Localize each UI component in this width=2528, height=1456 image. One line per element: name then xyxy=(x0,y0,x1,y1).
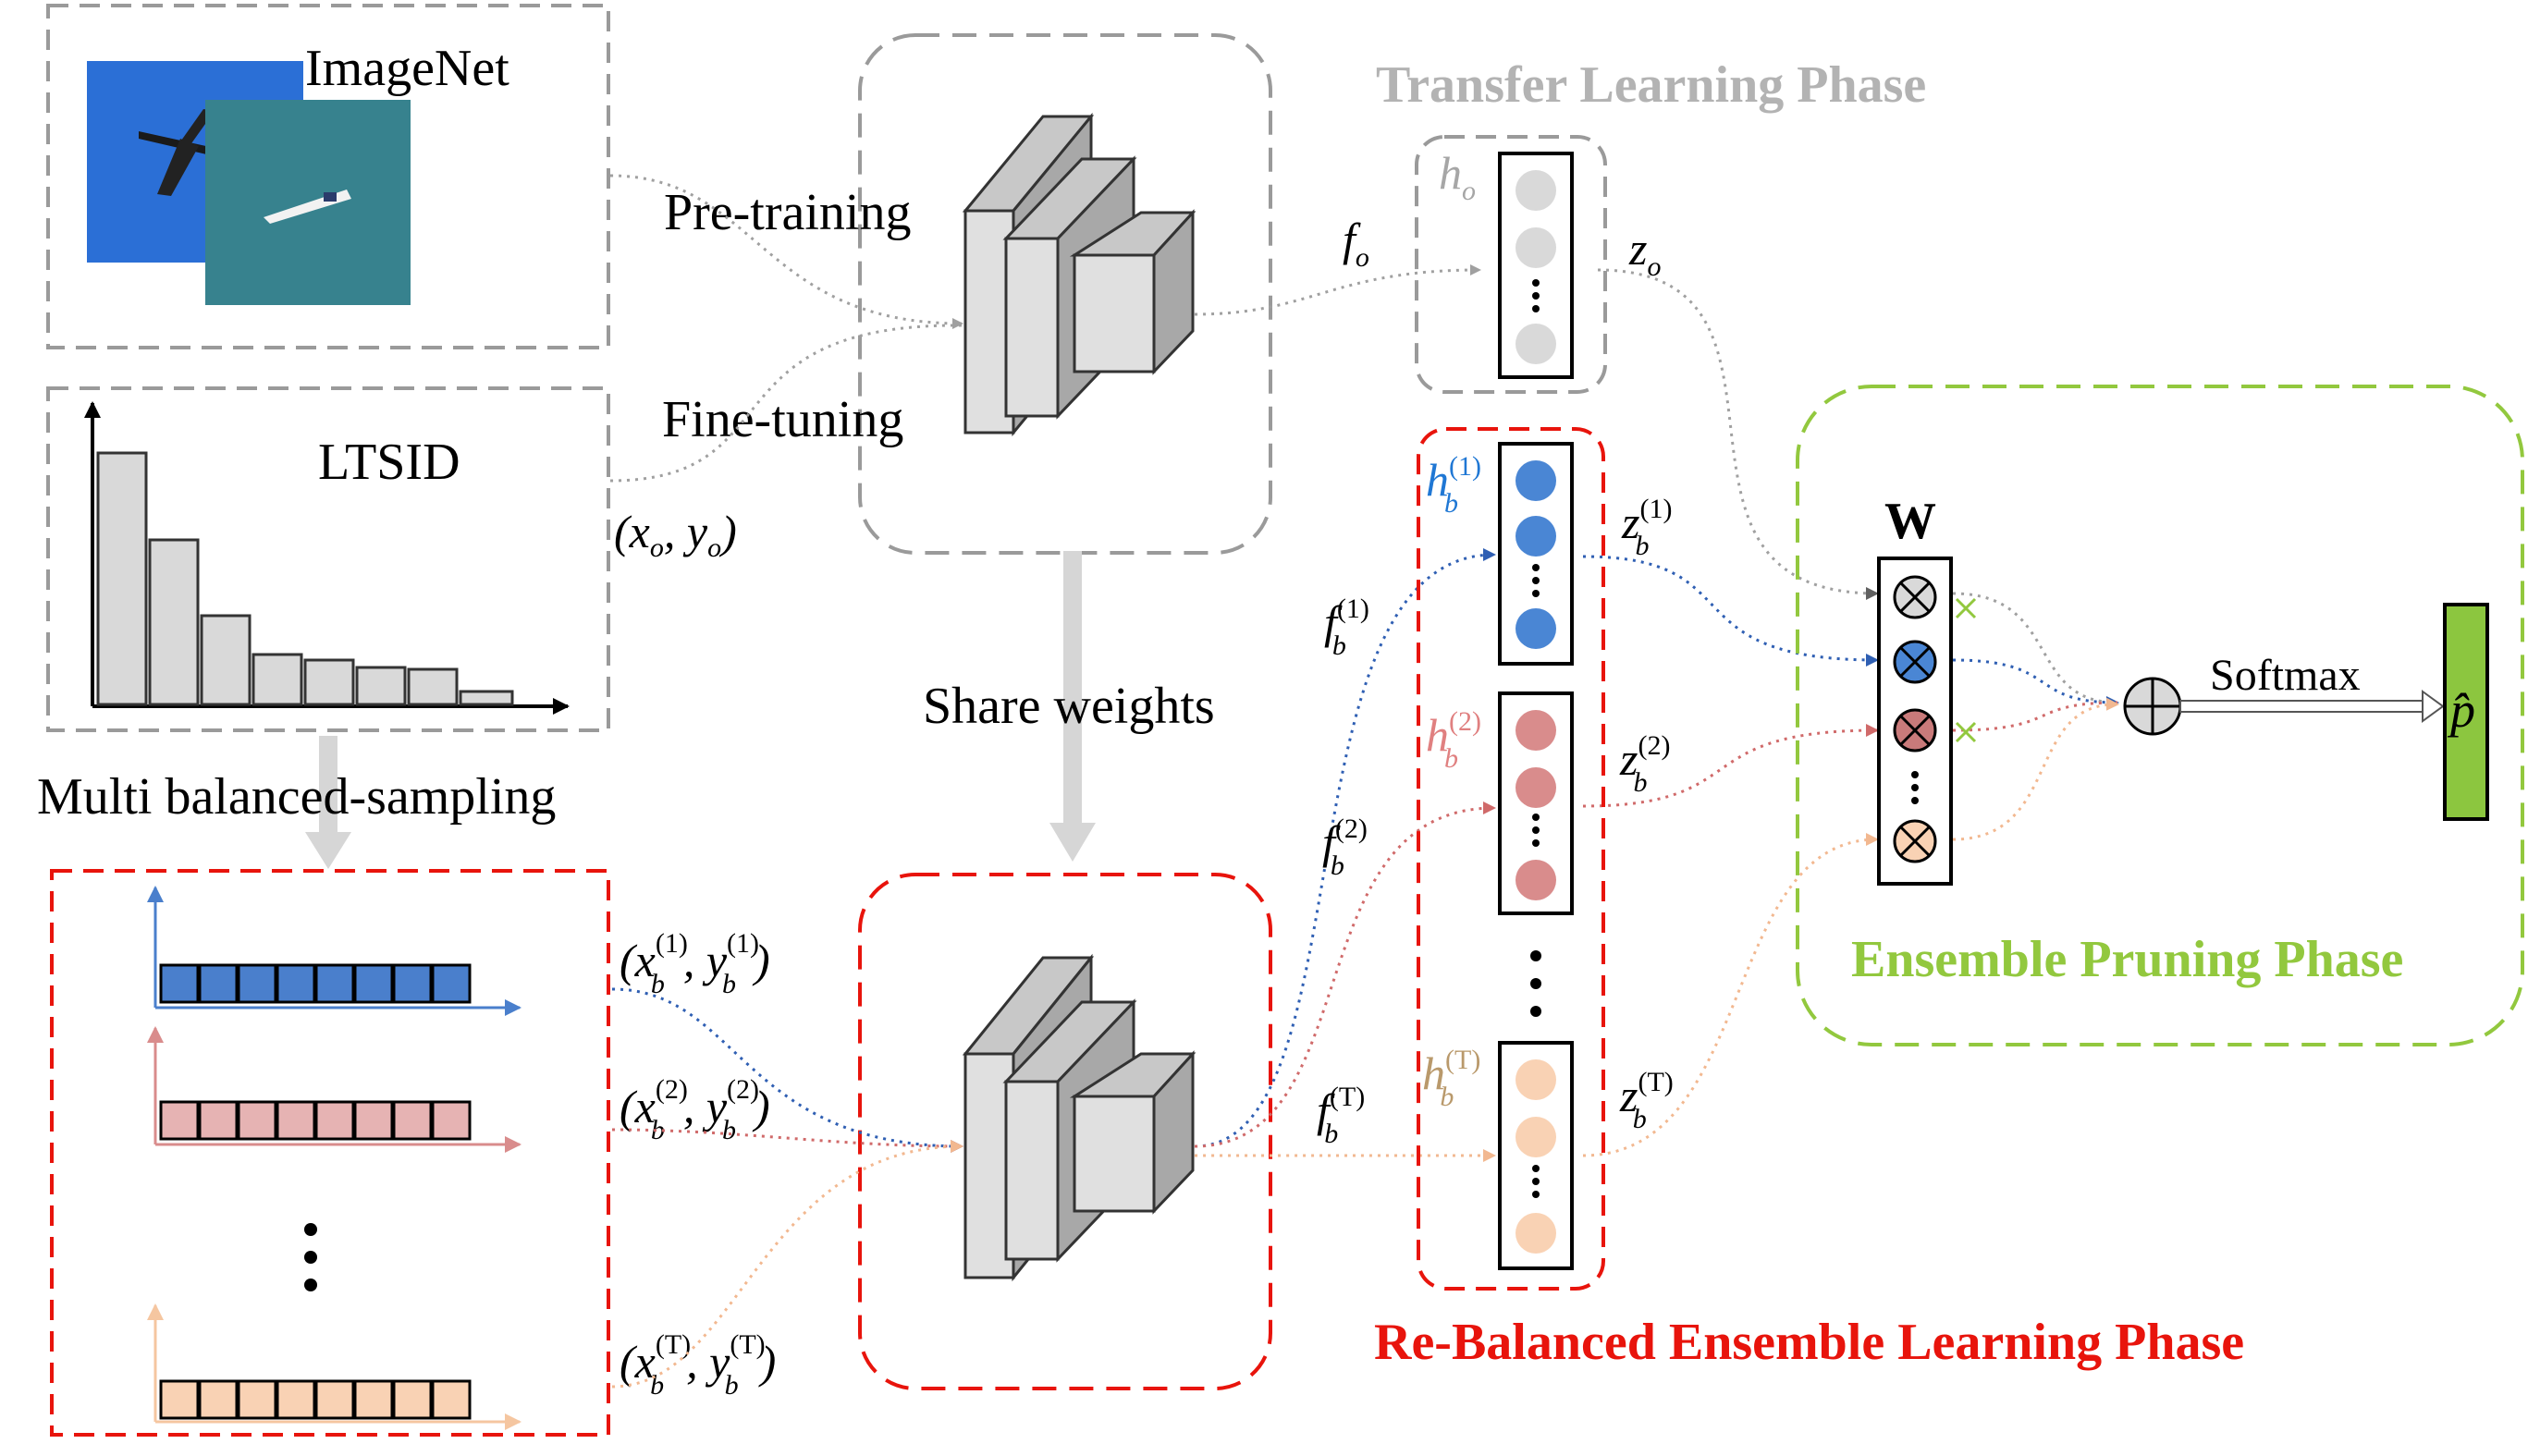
weight-w-label: W xyxy=(1884,493,1936,550)
heads-ellipsis xyxy=(1530,950,1541,1017)
long-tail-histogram xyxy=(96,451,514,706)
balanced-sets-panel xyxy=(50,869,610,1437)
cross-circle-icon xyxy=(1893,819,1937,863)
h-b-1-label: h(1)b xyxy=(1426,451,1481,519)
balanced-set-1 xyxy=(147,886,522,1016)
head-1 xyxy=(1498,442,1574,666)
share-weights-label: Share weights xyxy=(923,678,1215,735)
transfer-phase-label: Transfer Learning Phase xyxy=(1376,56,1926,114)
xb-yb-1-label: (x(1)b, y(1)b) xyxy=(620,928,770,999)
balanced-set-T xyxy=(147,1303,522,1430)
multi-sampling-label: Multi balanced-sampling xyxy=(37,768,556,826)
sets-ellipsis xyxy=(304,1223,317,1291)
finetuning-label: Fine-tuning xyxy=(662,391,903,448)
connections xyxy=(609,174,2119,1389)
head-2 xyxy=(1498,691,1574,915)
h-b-2-label: h(2)b xyxy=(1426,706,1481,774)
cross-circle-icon xyxy=(1893,575,1937,619)
h-o-label: ho xyxy=(1439,147,1476,206)
z-b-T-label: z(T)b xyxy=(1619,1067,1674,1134)
pretraining-label: Pre-training xyxy=(664,184,911,241)
xo-yo-label: (xo, yo) xyxy=(614,506,737,563)
plus-circle-icon xyxy=(2123,677,2182,736)
cross-circle-icon xyxy=(1893,708,1937,752)
xb-yb-T-label: (x(T)b, y(T)b) xyxy=(620,1329,776,1401)
ltsid-label: LTSID xyxy=(318,434,460,491)
z-o-label: zo xyxy=(1628,223,1661,282)
h-b-T-label: h(T)b xyxy=(1422,1045,1480,1112)
softmax-label: Softmax xyxy=(2210,651,2361,700)
cnn-ensemble-block xyxy=(858,873,1272,1390)
z-b-1-label: z(1)b xyxy=(1621,494,1672,561)
sampling-arrow xyxy=(305,736,351,869)
p-hat-label: p̂ xyxy=(2447,682,2475,738)
transfer-head-panel xyxy=(1415,135,1607,394)
rebalanced-phase-label: Re-Balanced Ensemble Learning Phase xyxy=(1374,1314,2244,1371)
ltsid-panel: LTSID xyxy=(46,386,610,732)
f-b-2-label: f(2)b xyxy=(1322,814,1368,881)
f-b-1-label: f(1)b xyxy=(1324,593,1369,661)
pruned-mark xyxy=(1955,597,1977,743)
ensemble-pruning-panel xyxy=(1796,385,2524,1046)
balanced-set-2 xyxy=(147,1026,522,1153)
output-probability xyxy=(2443,603,2489,821)
z-b-2-label: z(2)b xyxy=(1619,730,1670,798)
share-weights-arrow xyxy=(1049,551,1096,862)
imagenet-panel: ImageNet xyxy=(46,4,610,349)
ensemble-heads-panel xyxy=(1417,427,1605,1291)
boat-photo xyxy=(205,100,411,305)
imagenet-label: ImageNet xyxy=(305,40,509,97)
cross-circle-icon xyxy=(1893,640,1937,684)
cnn-transfer-block xyxy=(858,33,1272,555)
ensemble-pruning-phase-label: Ensemble Pruning Phase xyxy=(1851,931,2403,988)
softmax-arrow xyxy=(2179,690,2445,723)
f-b-T-label: f(T)b xyxy=(1317,1082,1365,1149)
head-T xyxy=(1498,1041,1574,1270)
f-o-label: fo xyxy=(1343,214,1369,273)
